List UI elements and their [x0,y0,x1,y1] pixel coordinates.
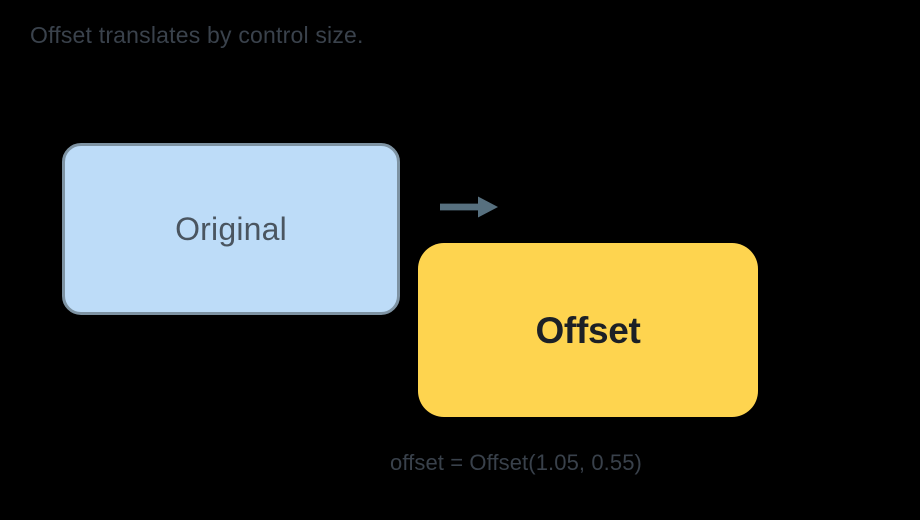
offset-control-box: Offset [418,243,758,417]
original-control-box: Original [62,143,400,315]
offset-formula-caption: offset = Offset(1.05, 0.55) [390,450,642,475]
arrow-right-icon [437,190,501,224]
offset-control-label: Offset [535,309,641,351]
page-title: Offset translates by control size. [30,22,364,48]
original-control-label: Original [175,211,287,247]
